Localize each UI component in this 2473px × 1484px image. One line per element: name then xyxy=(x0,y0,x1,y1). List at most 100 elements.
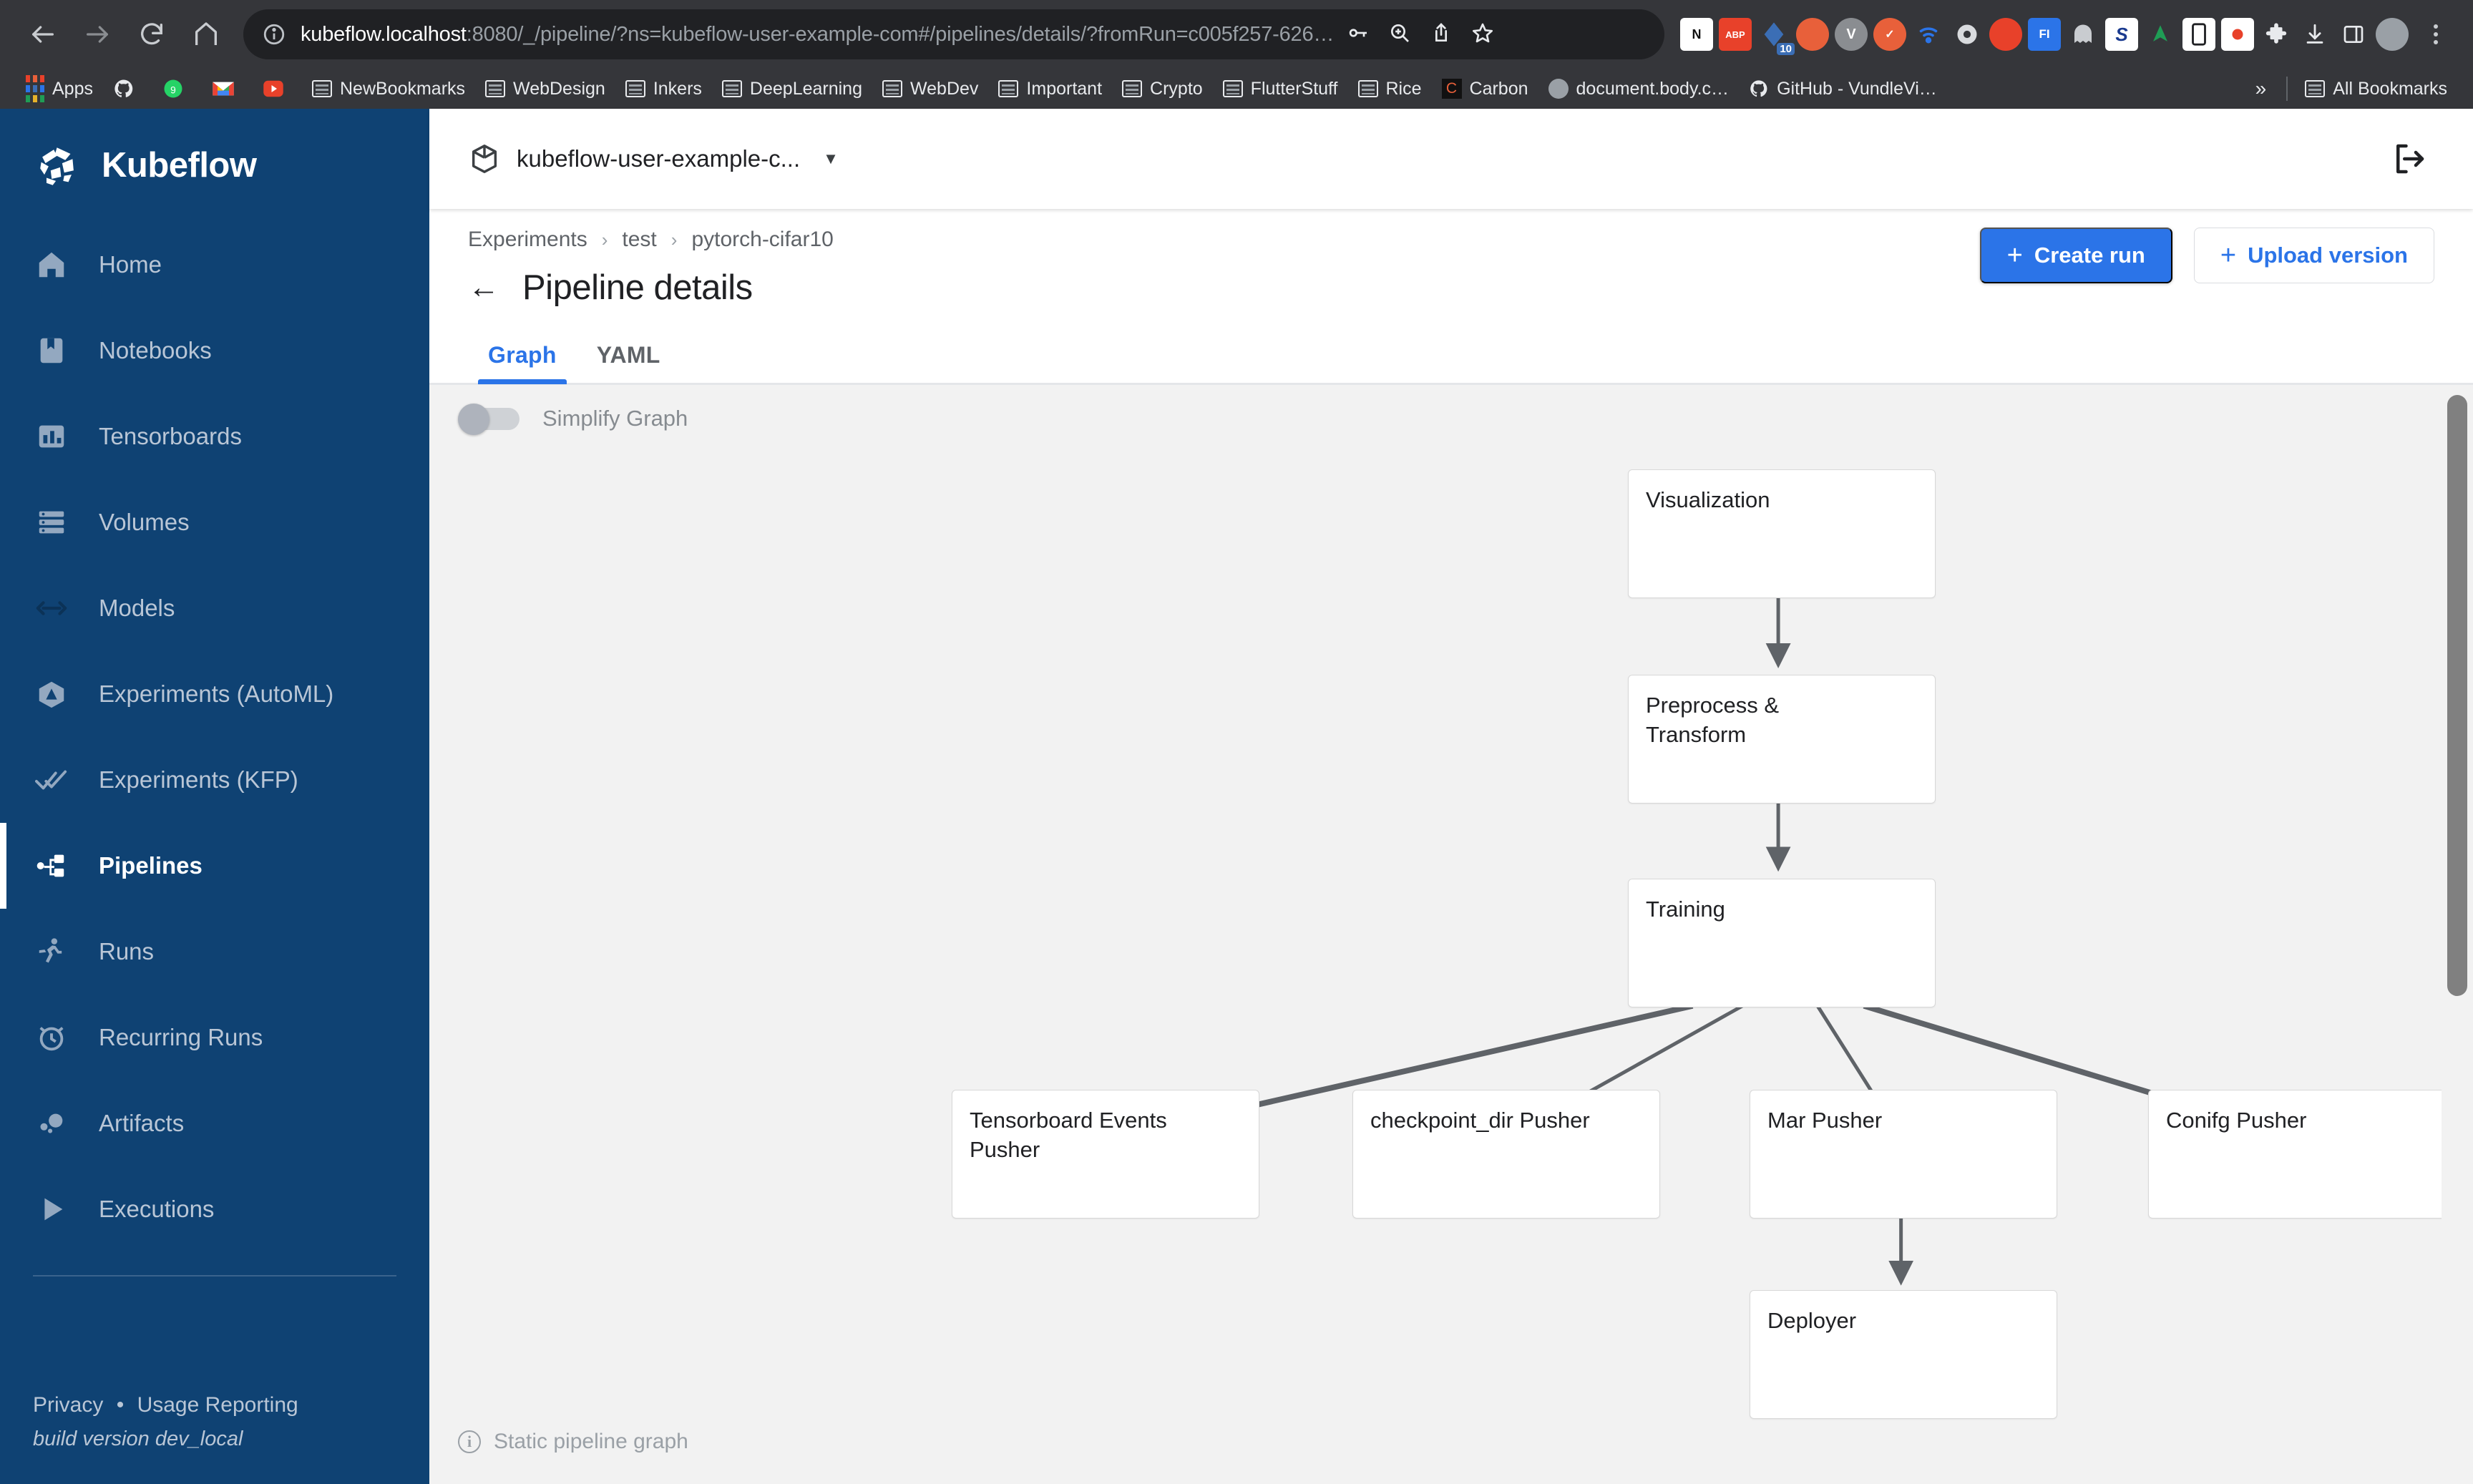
firefox-relay-icon[interactable] xyxy=(1796,18,1829,51)
bookmark-carbon[interactable]: C Carbon xyxy=(1432,74,1538,104)
profile-avatar-icon[interactable] xyxy=(2376,18,2409,51)
sidebar-item-experiments-kfp[interactable]: Experiments (KFP) xyxy=(0,737,429,823)
main-content: kubeflow-user-example-c... ▼ Experiments… xyxy=(429,109,2473,1484)
graph-scrollbar-thumb[interactable] xyxy=(2447,395,2467,996)
sidebar-item-experiments-automl[interactable]: Experiments (AutoML) xyxy=(0,651,429,737)
graph-node-visualization[interactable]: Visualization xyxy=(1628,469,1936,598)
blue-diamond-extension-icon[interactable]: 10 xyxy=(1757,18,1795,55)
breadcrumb-item-experiments[interactable]: Experiments xyxy=(468,228,587,251)
namespace-selector[interactable]: kubeflow-user-example-c... ▼ xyxy=(468,142,839,175)
browser-menu-icon[interactable] xyxy=(2414,24,2457,44)
bookmark-newbookmarks[interactable]: NewBookmarks xyxy=(302,74,475,104)
address-bar[interactable]: kubeflow.localhost:8080/_/pipeline/?ns=k… xyxy=(243,9,1664,59)
bookmark-github-vundlevim[interactable]: GitHub - VundleVi… xyxy=(1739,74,1947,104)
sidepanel-icon[interactable] xyxy=(2337,18,2370,51)
graph-node-conifg-pusher[interactable]: Conifg Pusher xyxy=(2148,1090,2456,1219)
sidebar-item-models[interactable]: Models xyxy=(0,565,429,651)
download-icon[interactable] xyxy=(2298,18,2331,51)
graph-node-preprocess-transform[interactable]: Preprocess & Transform xyxy=(1628,675,1936,804)
sidebar-item-notebooks[interactable]: Notebooks xyxy=(0,308,429,394)
sidebar-item-artifacts[interactable]: Artifacts xyxy=(0,1080,429,1166)
timer-extension-icon[interactable]: ✓ xyxy=(1873,18,1906,51)
bookmark-apps[interactable]: Apps xyxy=(16,71,103,107)
forward-arrow-icon[interactable] xyxy=(70,7,125,62)
tab-label: YAML xyxy=(596,342,660,368)
bookmark-youtube[interactable] xyxy=(253,75,302,102)
bookmark-webdesign[interactable]: WebDesign xyxy=(475,74,615,104)
url-host: kubeflow.localhost xyxy=(301,22,467,46)
sidebar-item-home[interactable]: Home xyxy=(0,222,429,308)
privacy-link[interactable]: Privacy xyxy=(33,1393,104,1417)
bookmarks-overflow-button[interactable]: » xyxy=(2255,77,2267,99)
record-extension-icon[interactable] xyxy=(2221,18,2254,51)
sidebar-item-pipelines[interactable]: Pipelines xyxy=(0,823,429,909)
back-arrow-icon[interactable] xyxy=(16,7,70,62)
bookmark-star-icon[interactable] xyxy=(1471,21,1494,48)
share-icon[interactable] xyxy=(1430,21,1453,48)
all-bookmarks-label: All Bookmarks xyxy=(2333,78,2447,99)
all-bookmarks-button[interactable]: All Bookmarks xyxy=(2295,74,2457,104)
namespace-box-icon xyxy=(472,145,497,173)
bookmark-documentbody[interactable]: document.body.c… xyxy=(1538,74,1740,104)
bookmark-flutterstuff[interactable]: FlutterStuff xyxy=(1213,74,1348,104)
bookmark-inkers[interactable]: Inkers xyxy=(615,74,712,104)
s-extension-icon[interactable]: S xyxy=(2105,18,2138,51)
tab-yaml[interactable]: YAML xyxy=(577,322,681,383)
brand-logo[interactable]: Kubeflow xyxy=(0,109,429,222)
puzzle-extension-icon[interactable] xyxy=(2260,18,2293,51)
graph-node-mar-pusher[interactable]: Mar Pusher xyxy=(1750,1090,2057,1219)
node-label: Training xyxy=(1646,897,1725,922)
bookmark-webdev[interactable]: WebDev xyxy=(872,74,988,104)
device-extension-icon[interactable] xyxy=(2182,18,2215,51)
bookmark-github[interactable] xyxy=(103,74,152,104)
pipeline-graph-canvas[interactable]: Visualization Preprocess & Transform Tra… xyxy=(429,385,2473,1484)
adblock-plus-icon[interactable]: ABP xyxy=(1719,18,1752,51)
apps-grid-icon xyxy=(26,75,44,102)
notion-extension-icon[interactable]: N xyxy=(1680,18,1713,51)
graph-node-checkpoint-dir-pusher[interactable]: checkpoint_dir Pusher xyxy=(1352,1090,1660,1219)
reload-icon[interactable] xyxy=(125,7,179,62)
site-info-icon[interactable] xyxy=(262,22,286,47)
sidebar-item-label: Volumes xyxy=(99,509,190,535)
simplify-graph-toggle[interactable] xyxy=(458,404,520,435)
key-icon[interactable] xyxy=(1347,21,1370,48)
tab-graph[interactable]: Graph xyxy=(468,322,577,384)
wifi-extension-icon[interactable] xyxy=(1912,18,1945,51)
bookmark-gmail[interactable] xyxy=(202,75,253,102)
usage-reporting-link[interactable]: Usage Reporting xyxy=(137,1393,298,1417)
breadcrumb-item-test[interactable]: test xyxy=(622,228,657,251)
sidebar-item-executions[interactable]: Executions xyxy=(0,1166,429,1252)
create-run-button[interactable]: + Create run xyxy=(1979,228,2172,283)
bookmark-deeplearning[interactable]: DeepLearning xyxy=(712,74,872,104)
simplify-graph-row: Simplify Graph xyxy=(429,385,2473,435)
zoom-icon[interactable] xyxy=(1388,21,1411,48)
graph-node-tensorboard-events-pusher[interactable]: Tensorboard Events Pusher xyxy=(952,1090,1259,1219)
logout-button[interactable] xyxy=(2384,134,2434,184)
vimium-extension-icon[interactable]: V xyxy=(1835,18,1868,51)
green-arrow-extension-icon[interactable] xyxy=(2144,18,2177,51)
globe-extension-icon[interactable] xyxy=(1989,18,2022,51)
bookmark-important[interactable]: Important xyxy=(988,74,1112,104)
sidebar-item-label: Experiments (KFP) xyxy=(99,766,298,793)
ghost-extension-icon[interactable] xyxy=(2067,18,2099,51)
node-label: Tensorboard Events Pusher xyxy=(970,1108,1167,1162)
sidebar-item-volumes[interactable]: Volumes xyxy=(0,479,429,565)
graph-node-training[interactable]: Training xyxy=(1628,879,1936,1007)
node-label: Preprocess & Transform xyxy=(1646,693,1780,747)
bookmark-crypto[interactable]: Crypto xyxy=(1112,74,1213,104)
sidebar-item-runs[interactable]: Runs xyxy=(0,909,429,995)
settings-gear-icon[interactable] xyxy=(1951,18,1984,51)
chevron-down-icon[interactable]: ▼ xyxy=(823,150,839,167)
graph-node-deployer[interactable]: Deployer xyxy=(1750,1290,2057,1419)
upload-version-button[interactable]: + Upload version xyxy=(2193,228,2434,283)
sidebar-item-recurring-runs[interactable]: Recurring Runs xyxy=(0,995,429,1080)
breadcrumb-item-pipeline[interactable]: pytorch-cifar10 xyxy=(691,228,834,251)
address-bar-url: kubeflow.localhost:8080/_/pipeline/?ns=k… xyxy=(301,23,1334,47)
bookmark-rice[interactable]: Rice xyxy=(1348,74,1432,104)
fi-extension-icon[interactable]: FI xyxy=(2028,18,2061,51)
bookmark-label: document.body.c… xyxy=(1576,78,1730,99)
sidebar-item-tensorboards[interactable]: Tensorboards xyxy=(0,394,429,479)
back-button[interactable]: ← xyxy=(468,270,499,305)
home-icon[interactable] xyxy=(179,7,233,62)
bookmark-whatsapp[interactable]: 9 xyxy=(152,74,202,104)
